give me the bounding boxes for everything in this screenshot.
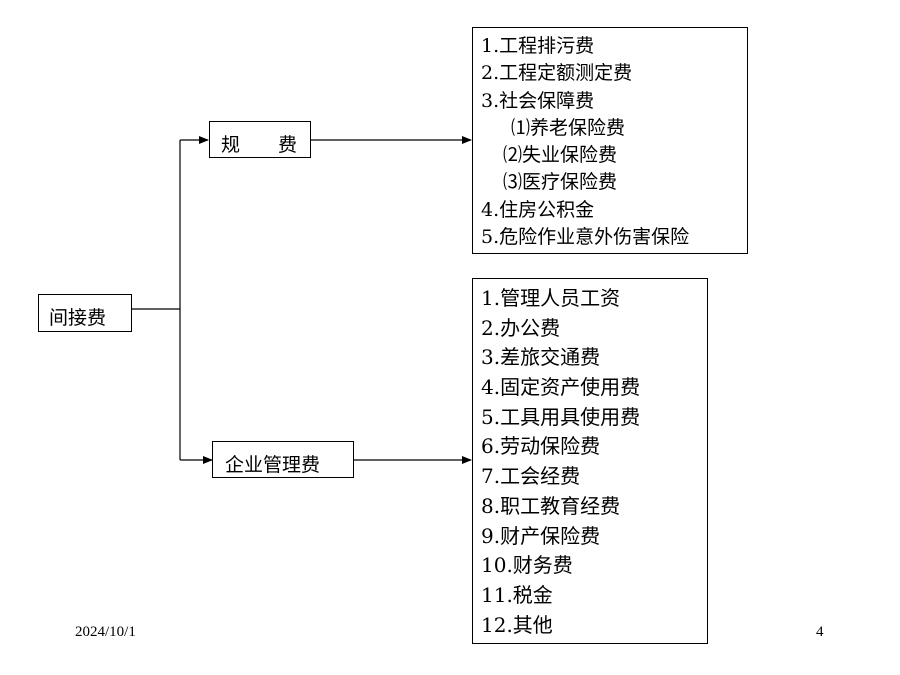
list-item: 8.职工教育经费 (481, 493, 621, 518)
list-item: 3.社会保障费 (481, 89, 595, 112)
footer-page-number: 4 (816, 624, 824, 640)
list-item: 1.管理人员工资 (481, 286, 621, 310)
list-item: 4.固定资产使用费 (481, 375, 641, 400)
branch-label-bottom: 企业管理费 (225, 454, 321, 476)
list-top: 1.工程排污费 2.工程定额测定费 3.社会保障费 ⑴养老保险费 ⑵失业保险费 … (481, 35, 690, 255)
list-item: 2.办公费 (481, 315, 561, 340)
list-item: 5.危险作业意外伤害保险 (481, 226, 690, 249)
list-box-bottom: 1.管理人员工资 2.办公费 3.差旅交通费 4.固定资产使用费 5.工具用具使… (472, 278, 708, 644)
branch-box-bottom: 企业管理费 (212, 441, 354, 478)
list-item: 6.劳动保险费 (481, 434, 601, 459)
list-item: 12.其他 (481, 612, 553, 637)
list-item: 1.工程排污费 (481, 35, 595, 57)
root-box: 间接费 (38, 294, 132, 332)
list-box-top: 1.工程排污费 2.工程定额测定费 3.社会保障费 ⑴养老保险费 ⑵失业保险费 … (472, 27, 748, 254)
list-item: ⑶医疗保险费 (503, 171, 618, 194)
list-bottom: 1.管理人员工资 2.办公费 3.差旅交通费 4.固定资产使用费 5.工具用具使… (481, 288, 640, 644)
list-item: 11.税金 (481, 582, 553, 607)
list-item: 5.工具用具使用费 (481, 404, 641, 429)
branch-label-top: 规 费 (221, 134, 298, 156)
root-label: 间接费 (49, 307, 107, 329)
list-item: ⑵失业保险费 (503, 144, 618, 167)
list-item: 7.工会经费 (481, 464, 581, 489)
list-item: 9.财产保险费 (481, 523, 601, 548)
footer-date: 2024/10/1 (75, 624, 136, 640)
list-item: 2.工程定额测定费 (481, 62, 633, 85)
list-item: 3.差旅交通费 (481, 345, 601, 370)
list-item: ⑴养老保险费 (511, 116, 626, 139)
list-item: 10.财务费 (481, 553, 573, 578)
list-item: 4.住房公积金 (481, 198, 595, 221)
branch-box-top: 规 费 (209, 121, 311, 158)
